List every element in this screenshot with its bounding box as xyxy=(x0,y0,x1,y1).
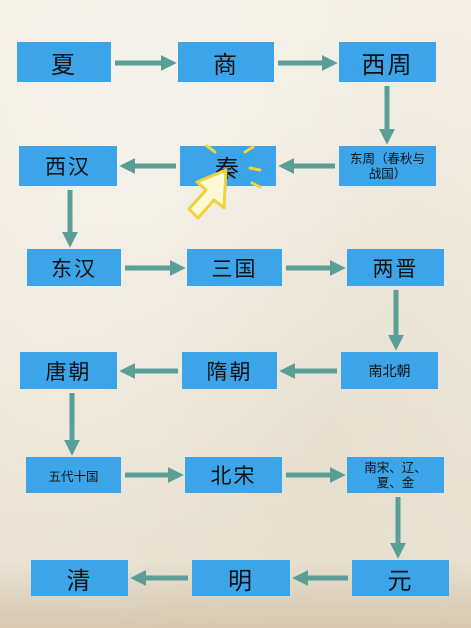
node-southern-song-liao-xia-jin: 南宋、辽、夏、金 xyxy=(347,457,444,493)
node-western-zhou: 西周 xyxy=(339,42,436,82)
node-tang: 唐朝 xyxy=(20,352,117,389)
node-qing: 清 xyxy=(31,560,128,596)
node-eastern-zhou: 东周（春秋与战国） xyxy=(339,146,436,186)
node-sui: 隋朝 xyxy=(182,352,277,389)
node-northern-song: 北宋 xyxy=(185,457,282,493)
node-shang: 商 xyxy=(178,42,274,82)
node-five-dynasties: 五代十国 xyxy=(26,457,121,493)
node-xia: 夏 xyxy=(17,42,111,82)
node-yuan: 元 xyxy=(352,560,449,596)
node-qin: 秦 xyxy=(180,146,276,186)
node-three-kingdoms: 三国 xyxy=(187,249,282,286)
node-eastern-han: 东汉 xyxy=(27,249,121,286)
node-northern-southern: 南北朝 xyxy=(341,352,438,389)
node-western-han: 西汉 xyxy=(19,146,117,186)
node-ming: 明 xyxy=(192,560,290,596)
highlight-pointer-icon xyxy=(187,144,262,220)
node-jin: 两晋 xyxy=(347,249,444,286)
